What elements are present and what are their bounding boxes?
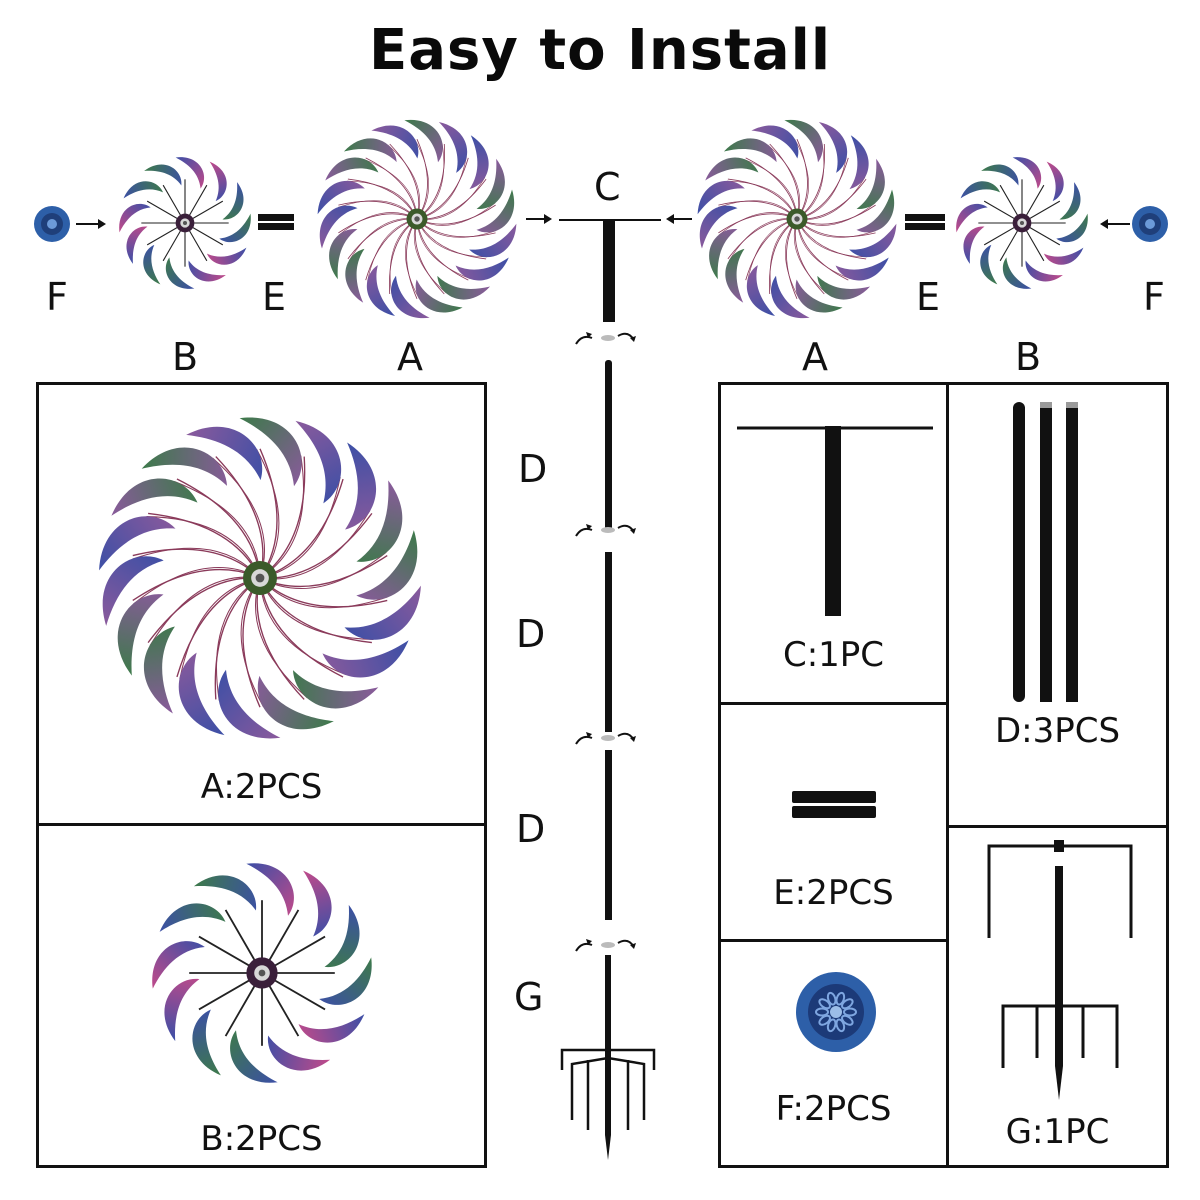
small-pinwheel-icon	[956, 157, 1088, 289]
label-b-left: B	[172, 335, 199, 379]
part-f-caption: F:2PCS	[775, 1089, 892, 1129]
t-bar-part-icon	[737, 426, 933, 616]
label-b-right: B	[1015, 335, 1042, 379]
pole-assembly-icon	[560, 332, 656, 1160]
part-c-caption: C:1PC	[782, 635, 885, 675]
arrow-icon	[1100, 219, 1130, 229]
label-pole-d1: D	[518, 447, 548, 491]
page-title: Easy to Install	[368, 18, 832, 83]
connector-icon-right	[905, 214, 945, 230]
label-e-left: E	[262, 275, 287, 319]
label-pole-d2: D	[516, 612, 546, 656]
arrow-icon	[76, 219, 106, 229]
cap-icon-left	[34, 206, 70, 242]
large-pinwheel-icon	[99, 417, 421, 739]
large-pinwheel-icon	[317, 119, 517, 319]
label-pole-d3: D	[516, 807, 546, 851]
label-e-right: E	[916, 275, 941, 319]
cap-icon-right	[1132, 206, 1168, 242]
small-pinwheel-icon	[152, 863, 372, 1083]
part-e-caption: E:2PCS	[773, 873, 894, 913]
label-a-right: A	[802, 335, 828, 379]
part-b-caption: B:2PCS	[200, 1119, 323, 1159]
label-f-right: F	[1143, 275, 1165, 319]
part-g-box	[946, 825, 1169, 1168]
t-bar-icon	[559, 219, 661, 322]
part-d-caption: D:3PCS	[994, 711, 1121, 751]
arrow-icon	[526, 214, 552, 224]
ground-stake-icon	[987, 840, 1133, 1100]
label-c: C	[594, 165, 621, 209]
label-pole-g: G	[514, 975, 544, 1019]
label-a-left: A	[397, 335, 423, 379]
arrow-icon	[666, 214, 692, 224]
part-b-box	[36, 823, 487, 1168]
cap-part-icon	[796, 972, 876, 1052]
small-pinwheel-icon	[119, 157, 251, 289]
large-pinwheel-icon	[697, 119, 897, 319]
part-a-caption: A:2PCS	[200, 767, 323, 807]
part-g-caption: G:1PC	[1005, 1112, 1110, 1152]
connector-icon-left	[258, 214, 294, 230]
connector-part-icon	[792, 791, 876, 818]
label-f-left: F	[46, 275, 68, 319]
pole-segments-icon	[1013, 402, 1078, 702]
